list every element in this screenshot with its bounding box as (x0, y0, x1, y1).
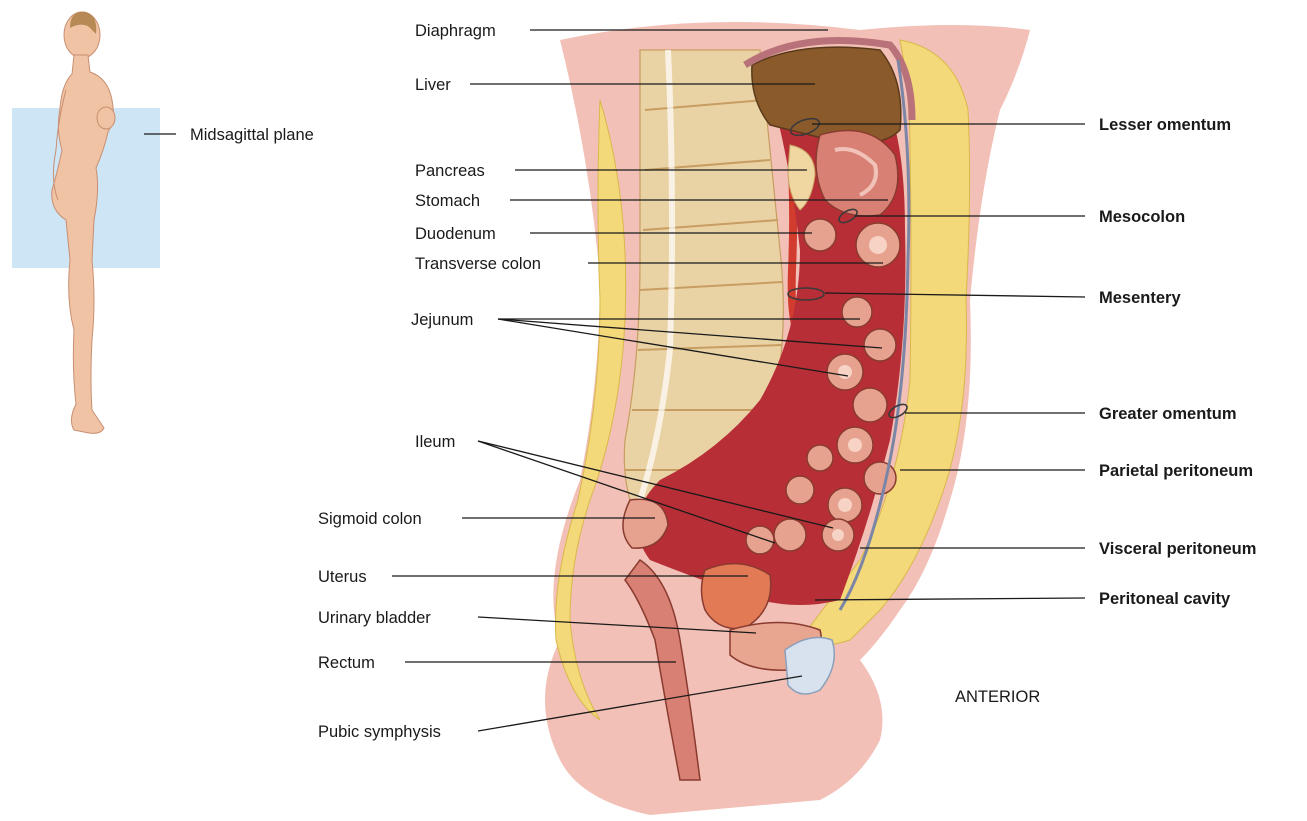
label-pubic-symphysis: Pubic symphysis (318, 723, 441, 741)
label-duodenum: Duodenum (415, 225, 496, 243)
label-sigmoid-colon: Sigmoid colon (318, 510, 422, 528)
label-diaphragm: Diaphragm (415, 22, 496, 40)
label-stomach: Stomach (415, 192, 480, 210)
label-transverse-colon: Transverse colon (415, 255, 541, 273)
label-jejunum: Jejunum (411, 311, 473, 329)
label-peritoneal-cavity: Peritoneal cavity (1099, 590, 1231, 608)
label-mesocolon: Mesocolon (1099, 208, 1185, 226)
midsagittal-plane-label: Midsagittal plane (190, 126, 314, 144)
label-pancreas: Pancreas (415, 162, 485, 180)
label-parietal-peritoneum: Parietal peritoneum (1099, 462, 1253, 480)
right-labels: Lesser omentum Mesocolon Mesentery Great… (1099, 116, 1256, 608)
anterior-orientation-label: ANTERIOR (955, 688, 1040, 706)
label-visceral-peritoneum: Visceral peritoneum (1099, 540, 1256, 558)
label-uterus: Uterus (318, 568, 367, 586)
label-urinary-bladder: Urinary bladder (318, 609, 431, 627)
label-greater-omentum: Greater omentum (1099, 405, 1237, 423)
label-lesser-omentum: Lesser omentum (1099, 116, 1231, 134)
label-liver: Liver (415, 76, 451, 94)
label-mesentery: Mesentery (1099, 289, 1181, 307)
left-labels: Diaphragm Liver Pancreas Stomach Duodenu… (318, 22, 541, 741)
label-ileum: Ileum (415, 433, 455, 451)
reference-figure: Midsagittal plane (12, 12, 314, 434)
label-rectum: Rectum (318, 654, 375, 672)
